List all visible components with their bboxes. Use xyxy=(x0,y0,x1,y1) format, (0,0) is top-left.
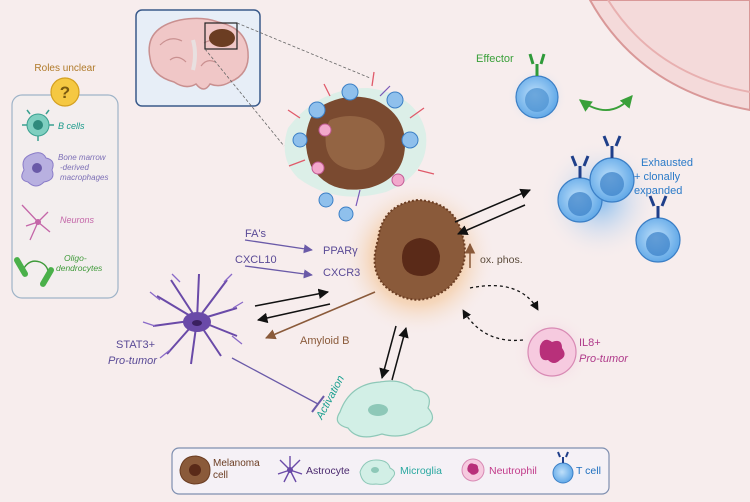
macrophage-icon xyxy=(21,152,54,187)
exhausted-line-3: expanded xyxy=(634,185,682,197)
arrow-tumor-to-microglia xyxy=(379,325,397,380)
cxcr3-label: CXCR3 xyxy=(323,267,360,279)
macrophages-line-3: macrophages xyxy=(60,173,108,182)
tumor-microenvironment xyxy=(284,71,435,222)
oligodendrocyte-icon xyxy=(14,257,55,287)
roles-unclear-panel: Roles unclear ? B cells Bone marrow -der… xyxy=(11,63,119,299)
question-icon xyxy=(50,77,80,107)
oxphos-label: ox. phos. xyxy=(480,254,523,266)
inhibition-bar xyxy=(311,395,325,413)
amyloid-label: Amyloid B xyxy=(300,335,350,347)
arrow-tumor-to-tcell xyxy=(454,188,531,223)
legend-melanoma: Melanoma cell xyxy=(213,458,262,481)
macrophages-label: Bone marrow -derived macrophages xyxy=(58,153,108,182)
fas-arrow xyxy=(244,239,313,254)
amyloid-arrow xyxy=(265,291,376,340)
microglia xyxy=(336,380,434,438)
neutrophil xyxy=(512,312,592,392)
exhausted-line-1: Exhausted xyxy=(641,157,693,169)
il8-label: IL8+ xyxy=(579,337,601,349)
legend-neutrophil: Neutrophil xyxy=(489,465,537,477)
effector-label: Effector xyxy=(476,53,514,65)
arrow-astro-to-tumor xyxy=(254,288,330,307)
fas-label: FA's xyxy=(245,228,267,240)
arrow-neutrophil-to-tumor xyxy=(462,309,524,342)
oligodendrocytes-label: Oligo- dendrocytes xyxy=(56,253,103,273)
question-mark: ? xyxy=(60,83,70,102)
astrocyte xyxy=(142,273,244,365)
arrow-microglia-to-tumor xyxy=(391,326,409,381)
neurons-label: Neurons xyxy=(60,215,95,225)
neutrophil-pro-tumor-label: Pro-tumor xyxy=(579,353,629,365)
astrocyte-pro-tumor-label: Pro-tumor xyxy=(108,355,158,367)
legend: Melanoma cell Astrocyte Microglia Neutro… xyxy=(171,447,610,495)
legend-microglia: Microglia xyxy=(400,465,442,477)
legend-tcell: T cell xyxy=(576,465,601,477)
legend-melanoma-line-1: Melanoma xyxy=(213,458,260,469)
neuron-icon xyxy=(21,204,51,241)
exhausted-tcells xyxy=(540,135,681,263)
inhibition-line xyxy=(231,357,319,405)
brain-metastasis xyxy=(209,29,235,47)
b-cell-icon xyxy=(22,109,54,141)
ppary-label: PPARγ xyxy=(323,245,358,257)
legend-melanoma-line-2: cell xyxy=(213,470,228,481)
macrophages-line-2: -derived xyxy=(60,163,89,172)
effector-arrow xyxy=(578,95,633,112)
exhausted-label: Exhausted + clonally expanded xyxy=(634,157,696,197)
oligo-line-1: Oligo- xyxy=(64,253,87,263)
macrophages-line-1: Bone marrow xyxy=(58,153,107,162)
exhausted-line-2: + clonally xyxy=(634,171,681,183)
b-cells-label: B cells xyxy=(58,121,85,131)
cxcl10-label: CXCL10 xyxy=(235,254,277,266)
oligo-line-2: dendrocytes xyxy=(56,263,103,273)
effector-tcell xyxy=(507,53,567,127)
arrow-tumor-to-neutrophil xyxy=(469,285,539,311)
brain-inset xyxy=(135,9,261,107)
legend-astrocyte: Astrocyte xyxy=(306,465,350,477)
cxcl10-arrow xyxy=(244,265,313,279)
stat3-label: STAT3+ xyxy=(116,339,155,351)
melanoma-cell-center xyxy=(340,180,496,336)
arrow-tcell-to-tumor xyxy=(457,204,526,236)
roles-unclear-title: Roles unclear xyxy=(34,63,96,74)
arrow-tumor-to-astro xyxy=(256,303,331,324)
blood-vessel xyxy=(588,0,750,112)
